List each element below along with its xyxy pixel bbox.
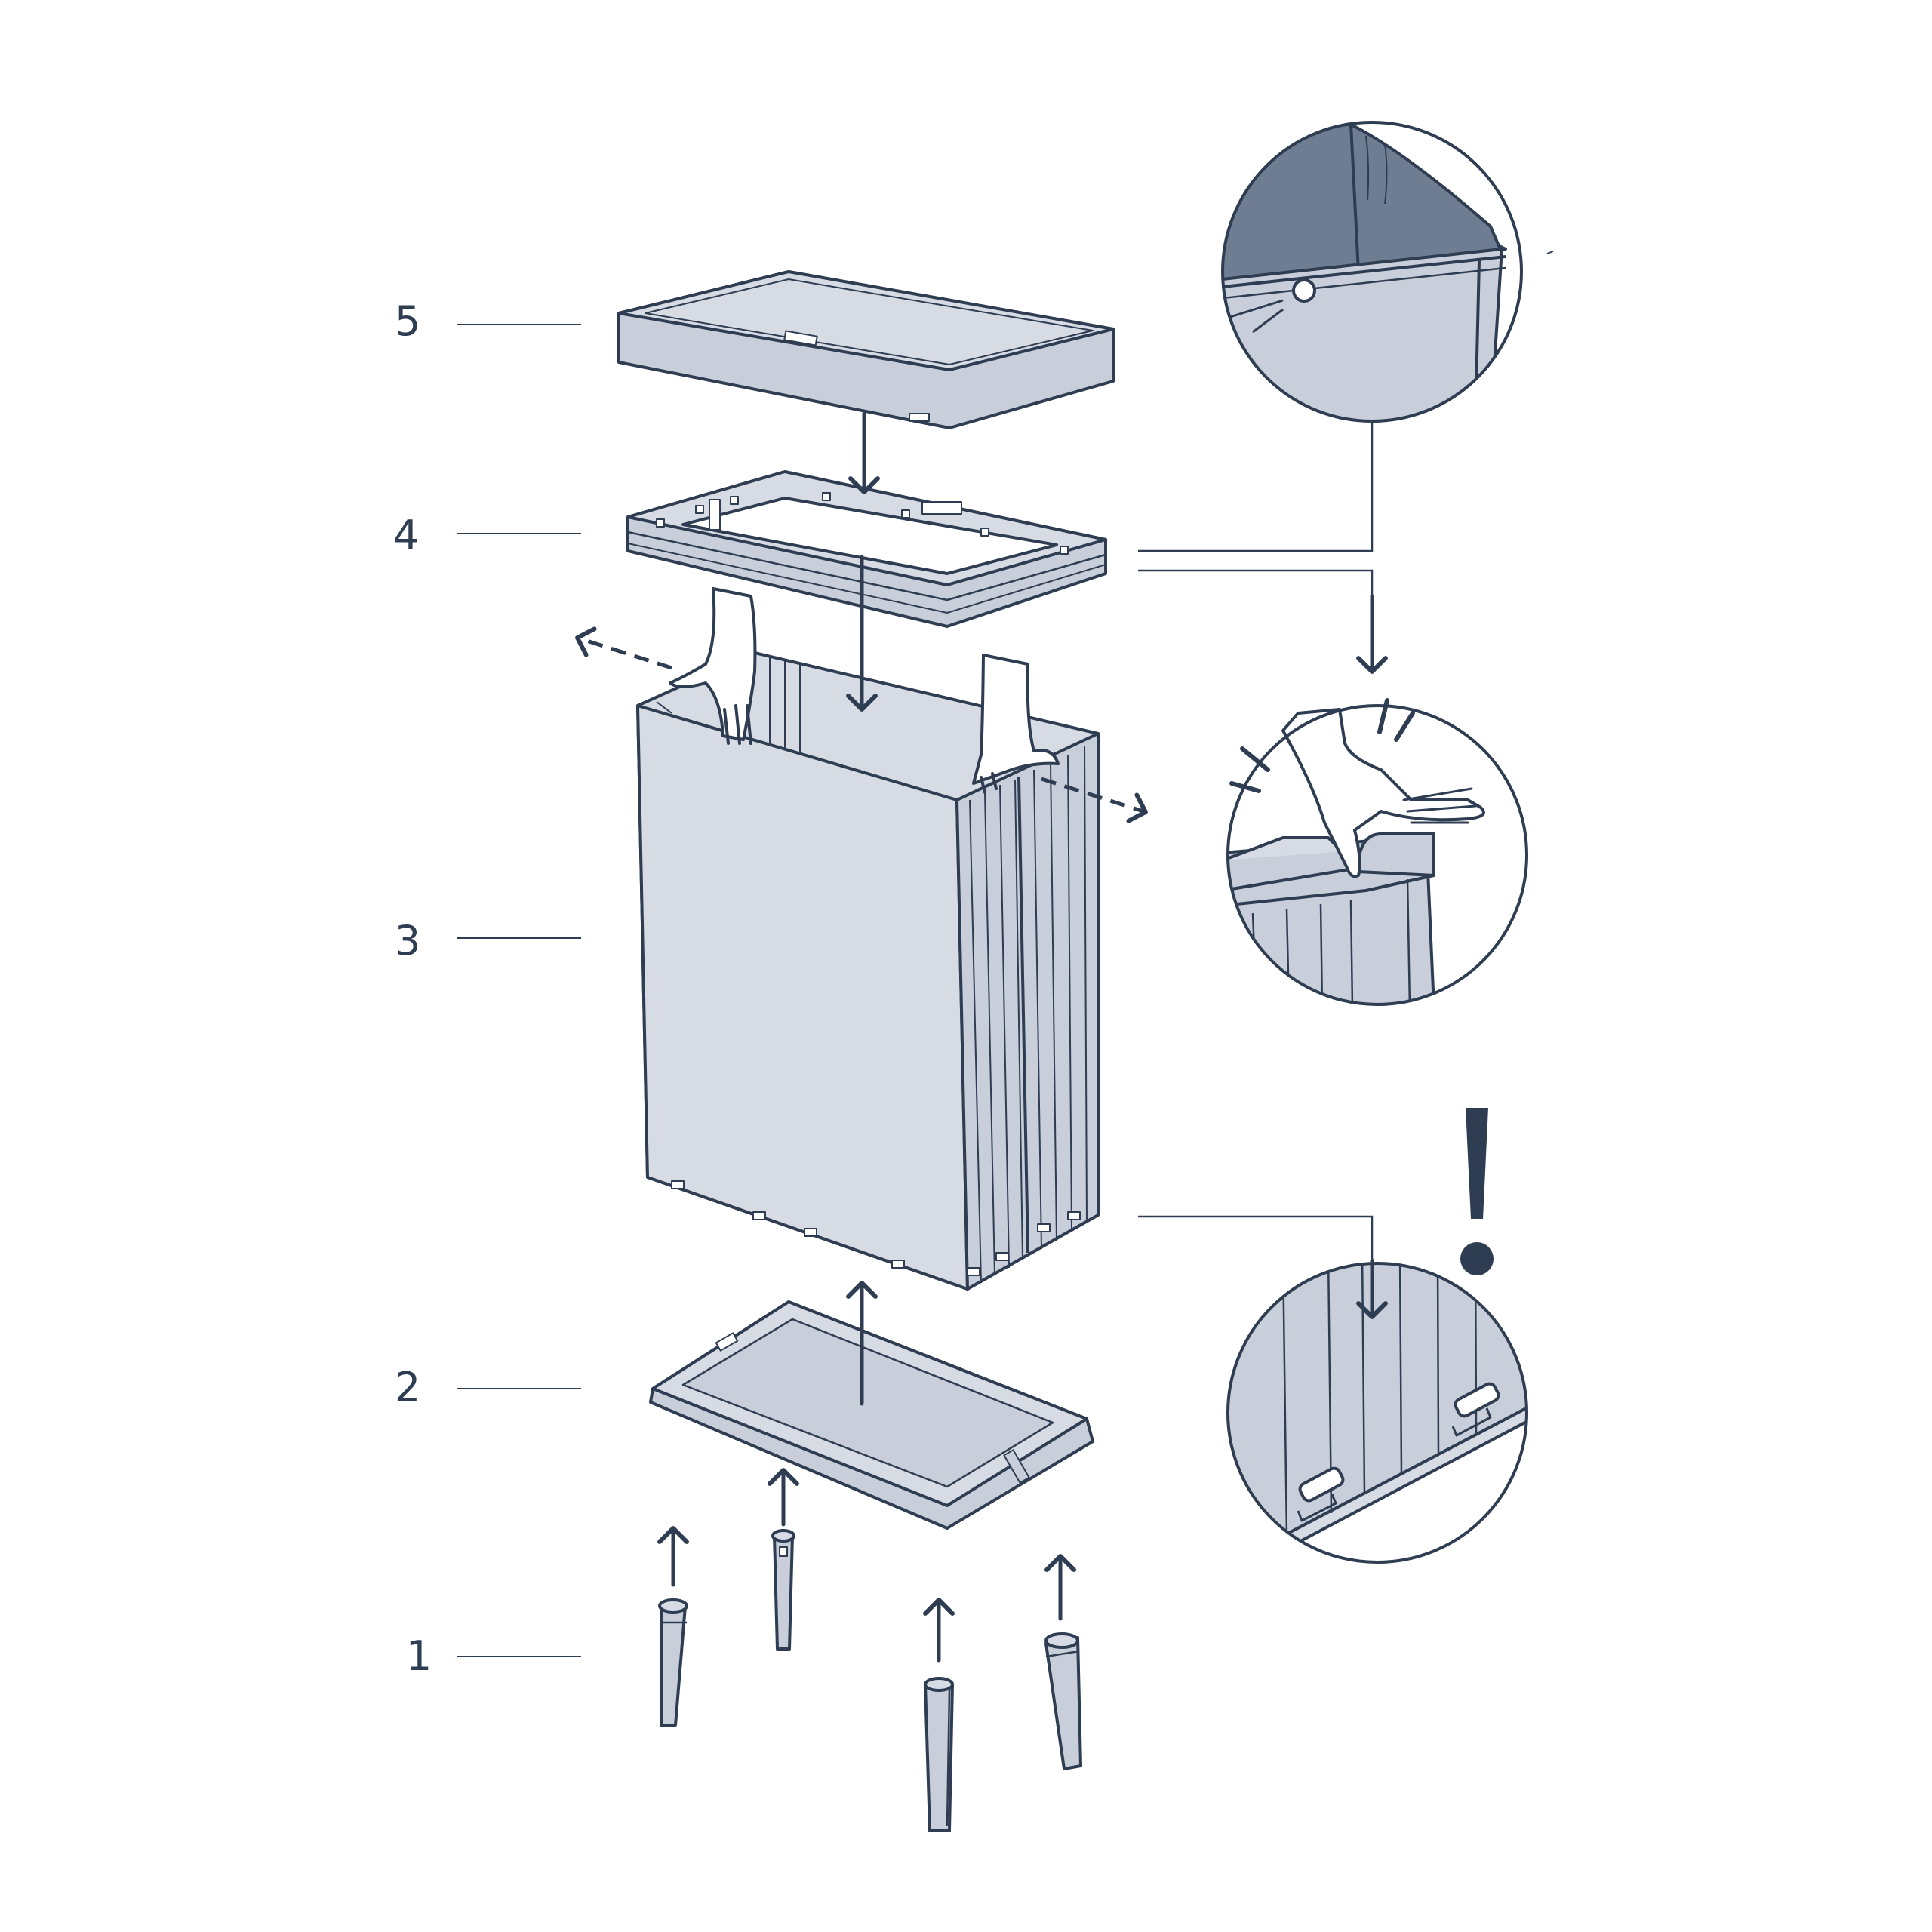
stray-mark: [1546, 251, 1554, 254]
lid: [617, 270, 1115, 429]
spread-arrows: [575, 626, 1148, 823]
leg-4: [1044, 1632, 1082, 1770]
arrow-spread-right: [1041, 777, 1148, 823]
leg-1: [658, 1598, 688, 1727]
leader-rim-clip: [1138, 421, 1374, 552]
leader-base-slot: [1138, 1215, 1374, 1275]
callout-leaders: [1138, 421, 1374, 1275]
body: [636, 651, 1100, 1291]
assembly-arrows: [657, 411, 1076, 1663]
base-tray: [649, 1300, 1094, 1530]
base-slot-detail: [1226, 1258, 1528, 1564]
hands-spreading-body: [669, 587, 1060, 794]
step-labels: 5 4 3 2 1: [393, 297, 432, 1680]
exclamation-icon: [1460, 1108, 1494, 1275]
arrow-spread-left: [575, 626, 672, 670]
step-label-2: 2: [395, 1364, 420, 1411]
leg-2: [771, 1529, 795, 1651]
legs: [658, 1529, 1082, 1832]
rim-clip-detail: [1221, 121, 1523, 423]
leader-press-down: [1138, 569, 1374, 600]
callout-circle-middle: [1226, 704, 1528, 1006]
step-label-4: 4: [393, 512, 419, 559]
step-label-3: 3: [395, 917, 420, 964]
press-down-detail: [1226, 698, 1528, 1006]
callout-circle-bottom: [1226, 1262, 1528, 1564]
leader-lines: [457, 324, 581, 1657]
step-label-1: 1: [406, 1632, 432, 1680]
leg-3: [924, 1677, 954, 1832]
step-label-5: 5: [395, 297, 420, 345]
rim-frame: [626, 470, 1107, 628]
callout-circle-top: [1221, 121, 1523, 423]
